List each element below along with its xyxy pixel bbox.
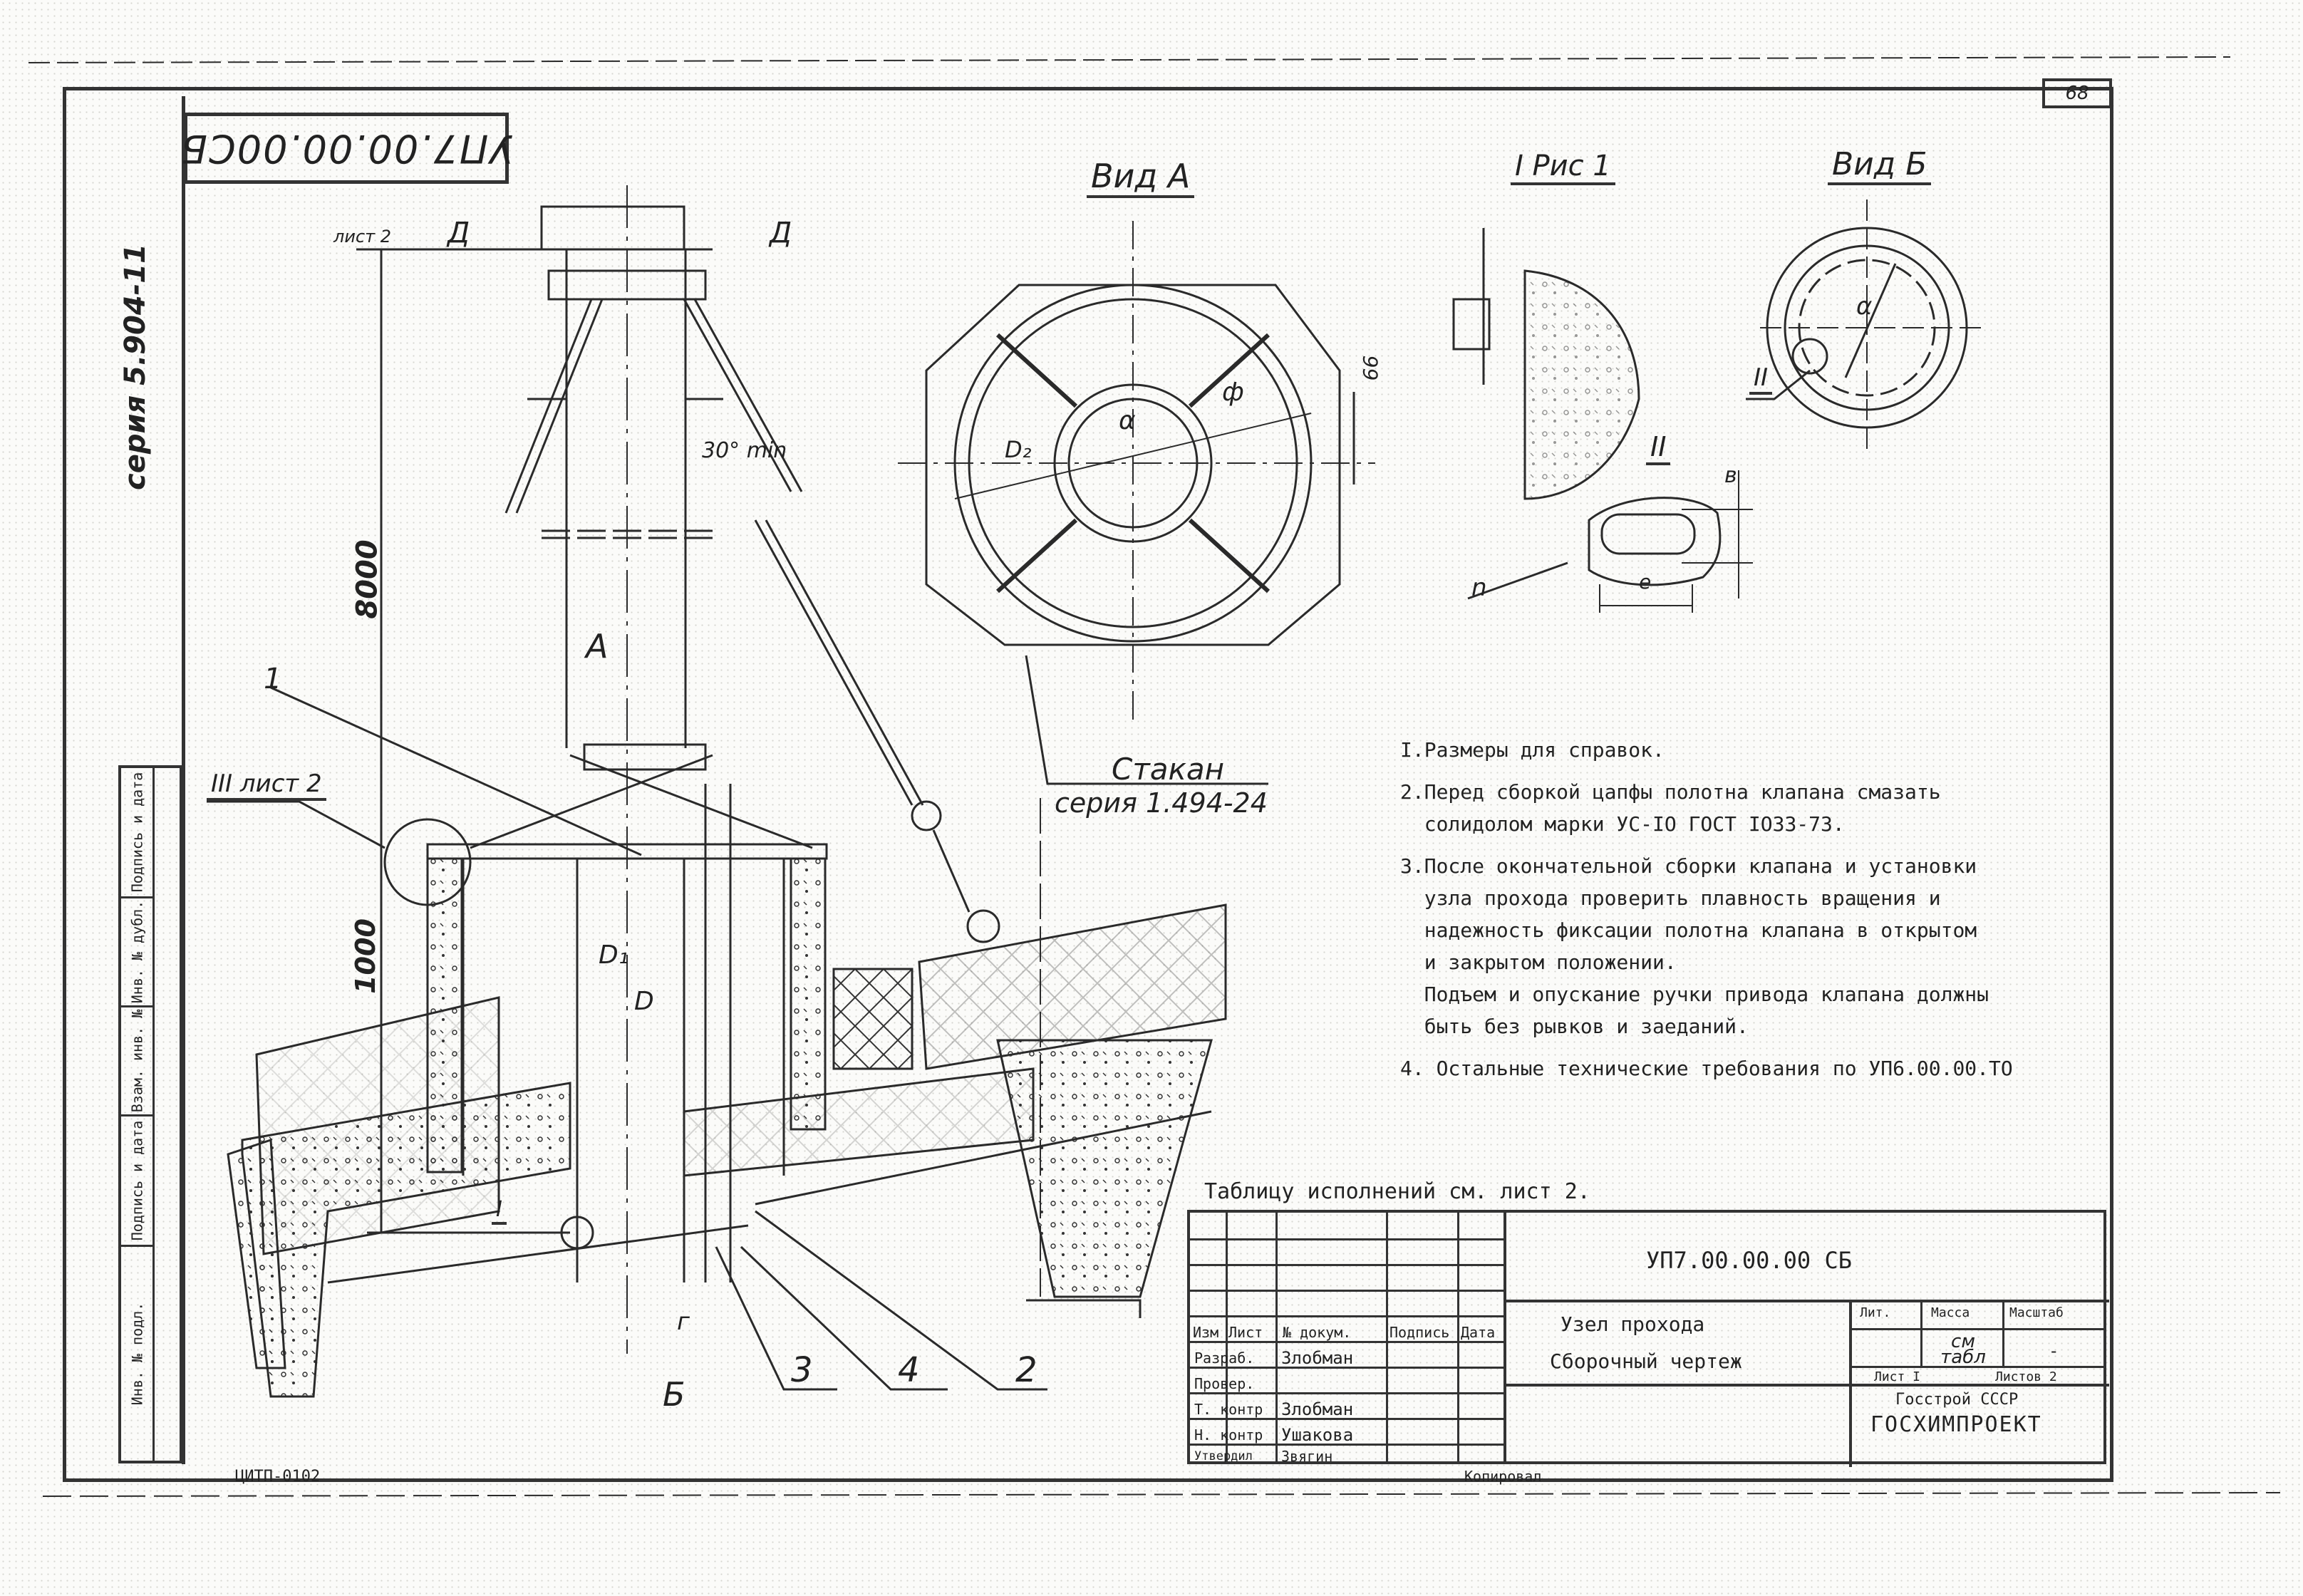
side-cell: Подпись и дата bbox=[121, 768, 152, 898]
top-stamp: УП7.00.00.00СБ bbox=[180, 113, 513, 184]
diameter-d2-label: D₂ bbox=[1005, 436, 1032, 463]
org-line1: Госстрой СССР bbox=[1895, 1391, 2019, 1409]
side-cell: Взам. инв. № bbox=[121, 1007, 152, 1116]
detail-iii-label: III лист 2 bbox=[207, 770, 326, 801]
section-sheet-label: лист 2 bbox=[333, 227, 392, 247]
part-number-1: 1 bbox=[264, 663, 282, 695]
angle-label: 30° min bbox=[702, 438, 787, 463]
glass-series: серия 1.494-24 bbox=[1055, 787, 1268, 819]
table-caption: Таблицу исполнений см. лист 2. bbox=[1204, 1179, 1590, 1204]
note-4: 4. Остальные технические требования по У… bbox=[1400, 1057, 2013, 1080]
diameter-d-label: D bbox=[634, 987, 654, 1016]
scale-label: Масштаб bbox=[2009, 1305, 2064, 1320]
side-cell: Инв. № дубл. bbox=[121, 898, 152, 1007]
part-number-4: 4 bbox=[898, 1350, 920, 1390]
name-developer: Злобман bbox=[1281, 1348, 1354, 1368]
header-list: Лист bbox=[1228, 1324, 1263, 1341]
scale-value: - bbox=[2049, 1341, 2059, 1361]
org-line2: ГОСХИМПРОЕКТ bbox=[1870, 1412, 2042, 1437]
outer-frame bbox=[63, 87, 2113, 1482]
mass-value: см табл bbox=[1940, 1331, 1986, 1368]
detail-i-title: I Рис 1 bbox=[1511, 150, 1615, 185]
technical-notes: I.Размеры для справок. 2.Перед сборкой ц… bbox=[1400, 734, 2077, 1094]
dimension-n-label: n bbox=[1471, 574, 1487, 602]
dimension-b-label: в bbox=[1724, 463, 1737, 488]
dimension-1000: 1000 bbox=[349, 918, 381, 994]
section-mark-left: Д bbox=[447, 217, 470, 249]
detail-i-label: I bbox=[492, 1197, 507, 1225]
name-norm-control: Ушакова bbox=[1281, 1425, 1354, 1445]
detail-ii-marker: II bbox=[1749, 363, 1773, 395]
lit-label: Лит. bbox=[1860, 1305, 1891, 1320]
inner-frame bbox=[182, 96, 2109, 1464]
detail-ii-title: II bbox=[1646, 431, 1671, 465]
designation: УП7.00.00.00 СБ bbox=[1646, 1247, 1852, 1274]
sheet-label: Лист I bbox=[1874, 1369, 1921, 1384]
dimension-8000: 8000 bbox=[351, 539, 384, 619]
section-mark-right: Д bbox=[770, 217, 792, 249]
name-tech-control: Злобман bbox=[1281, 1399, 1354, 1419]
sheets-label: Листов 2 bbox=[1995, 1369, 2057, 1384]
dimension-e-label: е bbox=[1639, 570, 1652, 594]
role-tech-control: Т. контр bbox=[1194, 1401, 1263, 1418]
diameter-d1-label: D₁ bbox=[599, 940, 629, 970]
title-name-line1: Узел прохода bbox=[1561, 1312, 1705, 1336]
view-b-alpha: α bbox=[1856, 292, 1873, 321]
side-cell: Подпись и дата bbox=[121, 1116, 152, 1247]
role-checker: Провер. bbox=[1194, 1375, 1255, 1392]
title-block: Изм Лист № докум. Подпись Дата Разраб. З… bbox=[1187, 1210, 2109, 1467]
header-doc-no: № докум. bbox=[1283, 1324, 1352, 1341]
view-arrow-b: Б bbox=[663, 1375, 685, 1414]
role-norm-control: Н. контр bbox=[1194, 1426, 1263, 1444]
sheet-corner-number: 68 bbox=[2042, 78, 2112, 108]
alpha-label: α bbox=[1119, 406, 1136, 435]
title-name-line2: Сборочный чертеж bbox=[1550, 1349, 1742, 1373]
role-developer: Разраб. bbox=[1194, 1349, 1255, 1367]
dimension-99: 99 bbox=[1358, 355, 1382, 381]
header-date: Дата bbox=[1461, 1324, 1496, 1341]
copied-label: Копировал bbox=[1464, 1468, 1542, 1485]
header-izm: Изм bbox=[1193, 1324, 1219, 1341]
part-number-2: 2 bbox=[1015, 1350, 1037, 1390]
name-approver: Звягин bbox=[1281, 1448, 1333, 1465]
view-arrow-a: А bbox=[586, 627, 609, 665]
phi-label: ф bbox=[1222, 378, 1244, 407]
view-b-title: Вид Б bbox=[1828, 146, 1932, 185]
note-3: 3.После окончательной сборки клапана и у… bbox=[1400, 854, 1989, 1038]
format-code: ЦИТП-0102 bbox=[235, 1468, 321, 1486]
part-number-3: 3 bbox=[791, 1350, 813, 1390]
glass-title: Стакан bbox=[1112, 752, 1225, 787]
mass-label: Масса bbox=[1931, 1305, 1970, 1320]
note-1: I.Размеры для справок. bbox=[1400, 738, 1665, 762]
side-approval-table: Подпись и дата Инв. № дубл. Взам. инв. №… bbox=[118, 765, 182, 1463]
view-a-title: Вид А bbox=[1087, 157, 1195, 198]
header-sign: Подпись bbox=[1389, 1324, 1450, 1341]
note-2: 2.Перед сборкой цапфы полотна клапана см… bbox=[1400, 780, 1941, 836]
role-approver: Утвердил bbox=[1194, 1449, 1253, 1463]
dimension-r-label: г bbox=[677, 1307, 690, 1336]
